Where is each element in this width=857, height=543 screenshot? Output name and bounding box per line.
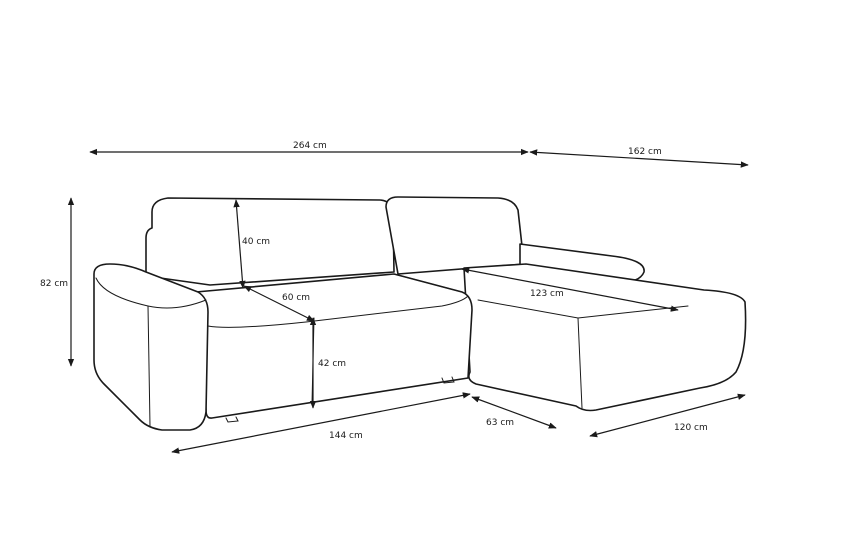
chaise-body (463, 263, 747, 412)
dim-arrow-63 (471, 396, 557, 429)
dimension-labels: 264 cm 162 cm 82 cm 40 cm 60 cm 42 cm 12… (40, 141, 708, 441)
armrest-panel (147, 305, 151, 427)
foot-right (441, 376, 455, 384)
armrest-left (93, 263, 209, 431)
label-chaise-gap: 63 cm (486, 418, 514, 428)
dim-arrow-60 (243, 285, 315, 322)
label-chaise-inner-length: 123 cm (530, 289, 564, 299)
sofa-illustration (93, 196, 747, 431)
label-backrest-height: 40 cm (242, 237, 270, 247)
dimension-arrows (67, 148, 749, 454)
dim-arrow-40 (233, 199, 246, 289)
chaise-front-corner (577, 317, 583, 409)
label-seat-depth: 60 cm (282, 293, 310, 303)
label-total-width: 264 cm (293, 141, 327, 151)
seat-cushion (195, 273, 473, 419)
seat-back-seam (393, 273, 463, 293)
dim-arrow-123 (461, 267, 679, 312)
label-chaise-depth: 162 cm (628, 147, 662, 157)
backrest-right (385, 196, 525, 275)
dim-arrow-120 (589, 393, 746, 438)
label-total-height: 82 cm (40, 279, 68, 289)
label-chaise-width: 120 cm (674, 423, 708, 433)
dim-arrow-144 (171, 392, 471, 454)
label-front-length: 144 cm (329, 431, 363, 441)
dim-arrow-162 (529, 149, 749, 168)
foot-left (225, 416, 239, 423)
label-seat-height: 42 cm (318, 359, 346, 369)
